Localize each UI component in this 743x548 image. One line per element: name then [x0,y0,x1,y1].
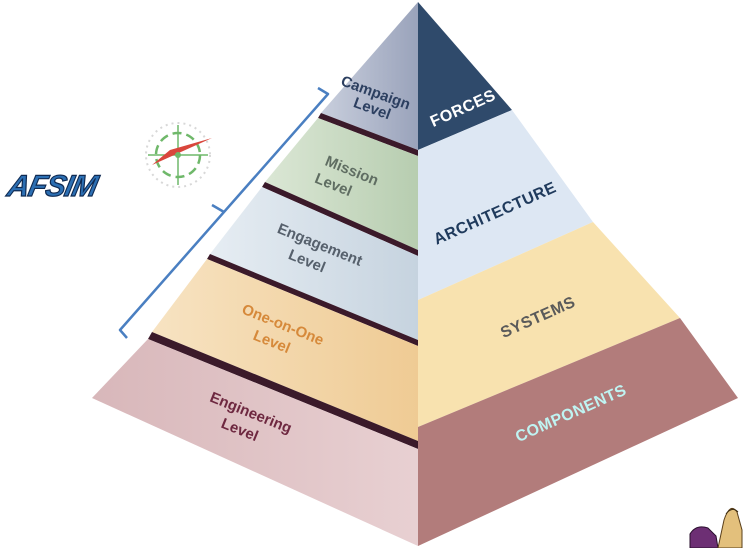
bracket-tip [211,203,225,214]
afsim-logo: AFSIM [3,122,212,204]
separator-engagement [207,254,418,346]
right-face [418,2,738,546]
tier-architecture [418,110,593,300]
crosshair-icon [145,122,212,188]
separator-one-on-one [148,332,418,449]
left-face [92,2,418,546]
separator-mission [262,182,418,256]
tier-one-on-one [152,259,418,441]
corner-figure [689,507,743,548]
tier-campaign [321,2,418,150]
tier-engineering [92,339,418,546]
separator-campaign [318,113,418,156]
tier-systems [418,222,680,427]
tier-components [418,318,738,546]
tier-engagement [210,187,418,340]
logo-text: AFSIM [4,170,102,203]
tier-forces [418,2,512,150]
tier-mission [265,118,418,250]
